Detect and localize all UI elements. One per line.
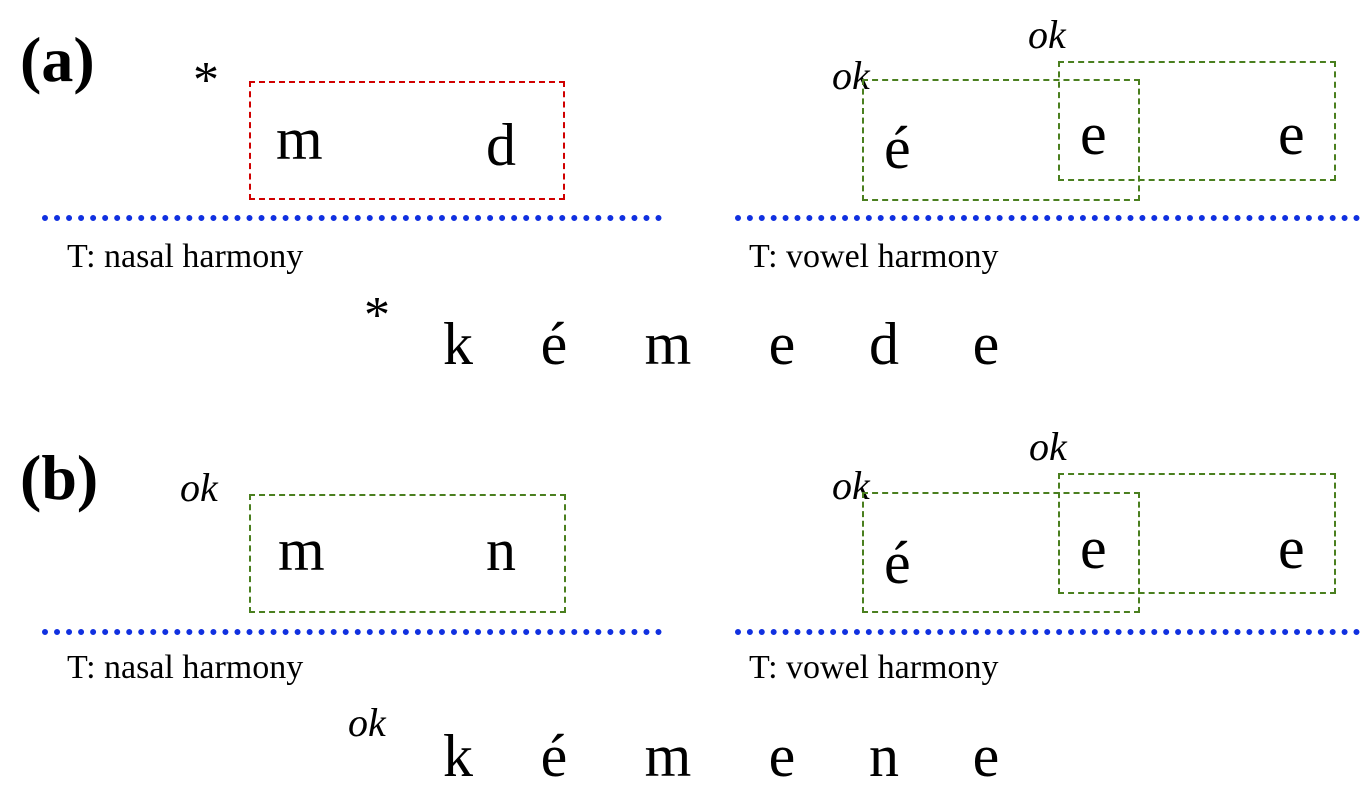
vowel-window-box-1 xyxy=(862,79,1140,201)
vowel-window-box-1 xyxy=(862,492,1140,613)
word-segment: k xyxy=(443,311,473,377)
word-segment: d xyxy=(869,311,899,377)
word-segment: m xyxy=(644,311,692,377)
nasal-tier-label: T: nasal harmony xyxy=(67,238,304,275)
tier-segment: é xyxy=(884,530,911,596)
vowel-window-box-2 xyxy=(1058,61,1336,181)
tier-segment: m xyxy=(276,106,323,172)
tier-segment: n xyxy=(486,517,516,583)
word-segment: n xyxy=(869,723,899,789)
violation-mark: * xyxy=(193,52,219,109)
word: k é m e n e xyxy=(410,722,1034,791)
ok-mark: ok xyxy=(180,465,218,510)
word-segment: e xyxy=(768,311,796,377)
word-ok-mark: ok xyxy=(348,700,386,745)
tier-segment: e xyxy=(1080,515,1107,581)
nasal-tier-label: T: nasal harmony xyxy=(67,649,304,686)
word-segment: é xyxy=(540,311,568,377)
vowel-tier-label: T: vowel harmony xyxy=(749,649,999,686)
vowel-tier-label: T: vowel harmony xyxy=(749,238,999,275)
word: k é m e d e xyxy=(410,310,1034,379)
word-segment: k xyxy=(443,723,473,789)
ok-mark: ok xyxy=(1029,424,1067,469)
ok-mark: ok xyxy=(1028,12,1066,57)
nasal-window-box xyxy=(249,494,566,613)
vowel-tier-line xyxy=(735,215,1360,221)
vowel-tier-line xyxy=(735,629,1360,635)
tier-segment: d xyxy=(486,112,516,178)
tier-segment: e xyxy=(1278,515,1305,581)
nasal-window-box xyxy=(249,81,565,200)
word-segment: m xyxy=(644,723,692,789)
word-segment: e xyxy=(972,311,1000,377)
tier-segment: e xyxy=(1080,101,1107,167)
panel-label: (b) xyxy=(20,442,99,513)
nasal-tier-line xyxy=(42,215,662,221)
word-segment: é xyxy=(540,723,568,789)
word-segment: e xyxy=(972,723,1000,789)
word-violation-mark: * xyxy=(364,287,390,344)
tier-segment: e xyxy=(1278,101,1305,167)
word-segment: e xyxy=(768,723,796,789)
tier-segment: m xyxy=(278,517,325,583)
nasal-tier-line xyxy=(42,629,662,635)
tier-segment: é xyxy=(884,115,911,181)
vowel-window-box-2 xyxy=(1058,473,1336,594)
panel-label: (a) xyxy=(20,24,95,95)
